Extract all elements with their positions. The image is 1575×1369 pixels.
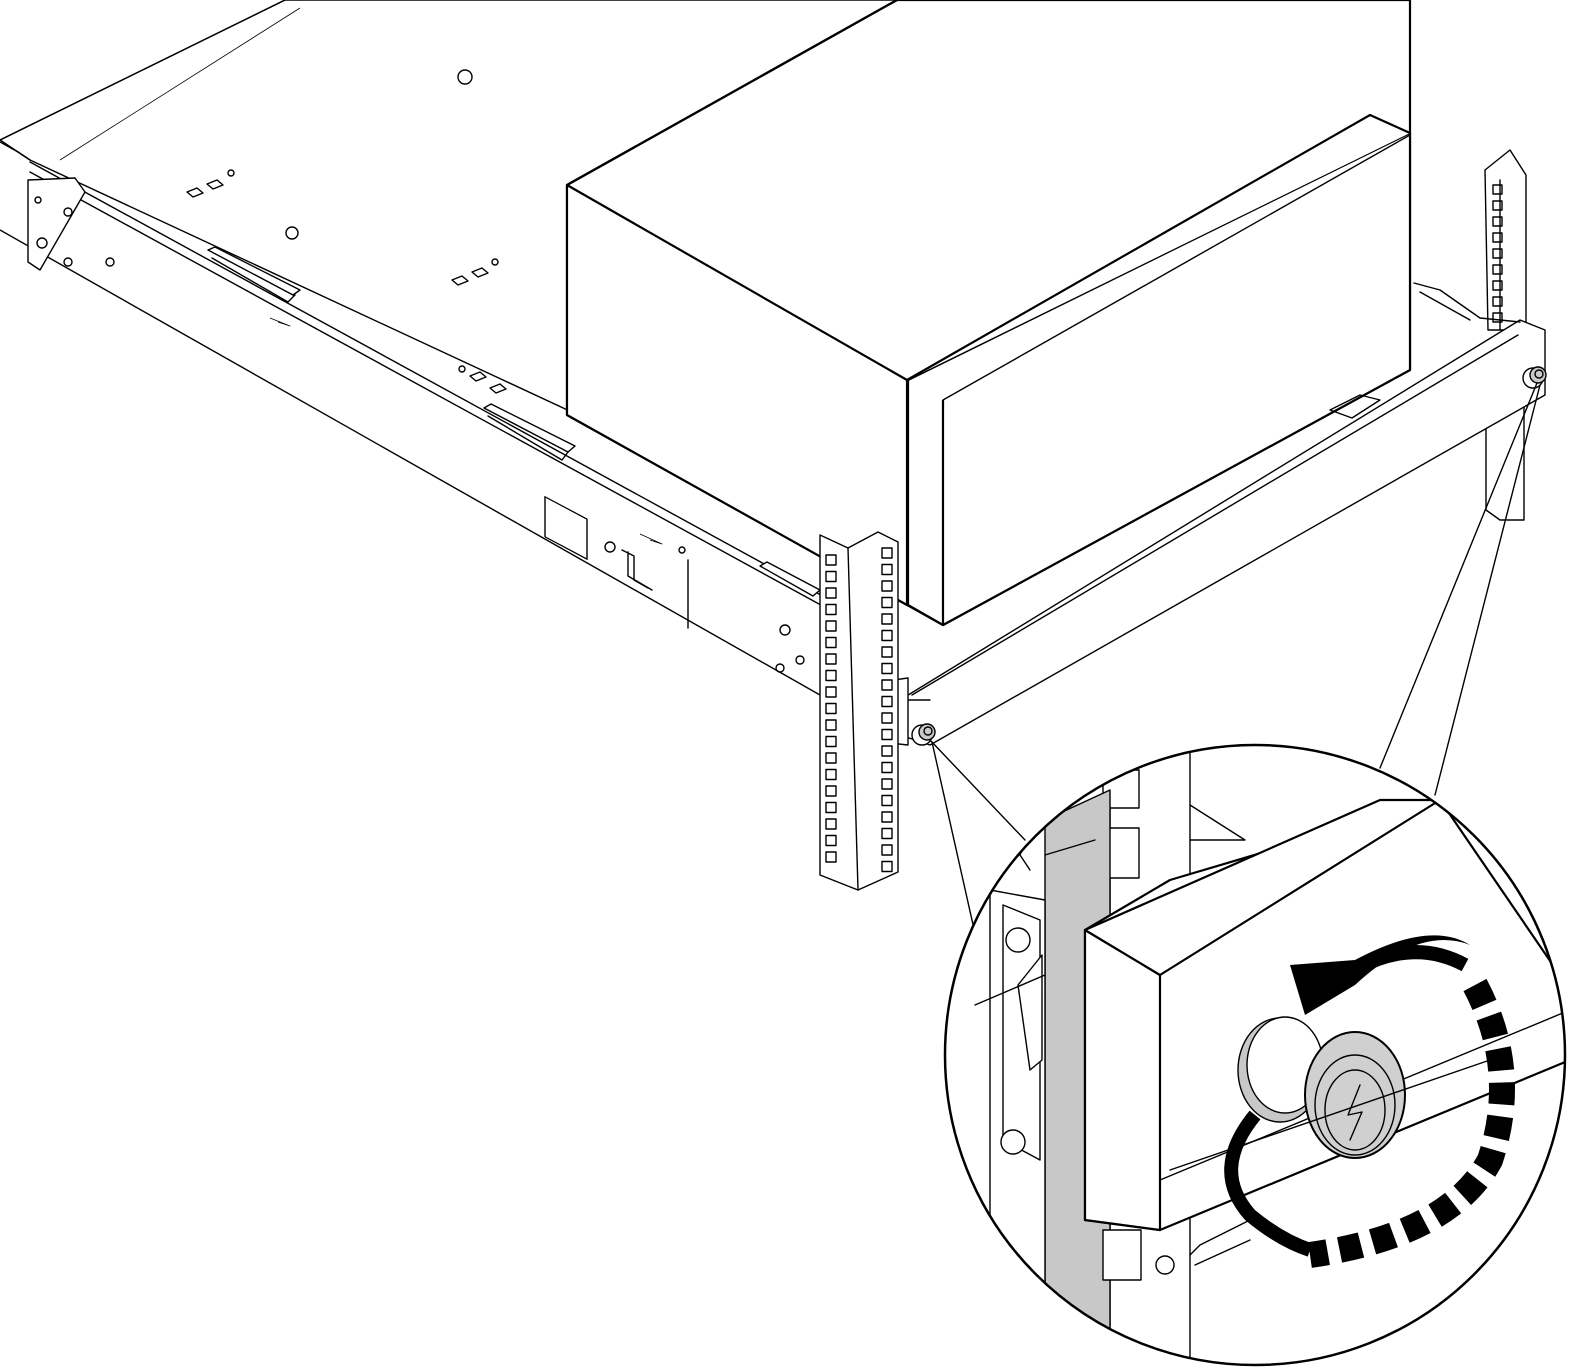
rack-hole: [881, 712, 893, 724]
rack-hole: [1492, 248, 1503, 259]
thumbscrew-left: [911, 723, 936, 746]
rack-hole: [1492, 216, 1503, 227]
rack-hole: [1492, 296, 1503, 307]
rack-hole: [881, 827, 893, 840]
rack-hole: [881, 596, 893, 609]
rack-hole: [881, 662, 893, 675]
rack-hole: [881, 547, 893, 559]
rack-hole: [825, 735, 837, 748]
rack-hole: [881, 695, 893, 708]
rack-hole: [881, 761, 893, 774]
detail-magnifier: [943, 743, 1567, 1367]
rack-hole: [825, 554, 837, 566]
rack-hole: [825, 653, 837, 665]
rack-hole: [825, 620, 837, 632]
rack-hole: [825, 570, 837, 583]
rack-hole: [881, 844, 893, 856]
rack-hole: [1492, 232, 1503, 243]
rack-hole: [825, 636, 837, 649]
rack-hole: [825, 768, 837, 781]
rack-post-front-left: [819, 531, 899, 891]
rack-hole: [825, 603, 837, 616]
rack-hole: [881, 745, 893, 757]
rack-hole: [825, 587, 837, 599]
rack-hole: [881, 778, 893, 790]
rack-post-rear-right: [1484, 149, 1527, 521]
rack-hole: [825, 719, 837, 731]
rack-hole: [881, 728, 893, 741]
rack-hole: [1492, 312, 1503, 323]
rack-hole: [825, 752, 837, 764]
rack-hole: [881, 580, 893, 592]
rack-hole: [881, 811, 893, 823]
rack-hole: [1492, 184, 1503, 195]
rack-hole: [825, 851, 837, 863]
rack-hole: [1492, 264, 1503, 275]
server-top-box: [565, 0, 1412, 627]
rack-hole: [1492, 280, 1503, 291]
rack-hole: [1492, 200, 1503, 211]
rack-hole: [881, 629, 893, 642]
rack-hole: [881, 563, 893, 576]
rack-hole: [825, 818, 837, 830]
rack-hole: [825, 801, 837, 814]
rack-hole: [881, 613, 893, 625]
rack-hole: [881, 679, 893, 691]
rack-hole: [825, 834, 837, 847]
rack-hole: [881, 794, 893, 807]
front-bracket: [879, 282, 1546, 746]
rack-hole: [825, 785, 837, 797]
rack-hole: [881, 860, 893, 873]
thumbscrew-right: [1522, 366, 1547, 389]
rack-hole: [825, 686, 837, 698]
rack-hole: [825, 702, 837, 715]
rack-hole: [881, 646, 893, 658]
rack-hole: [825, 669, 837, 682]
